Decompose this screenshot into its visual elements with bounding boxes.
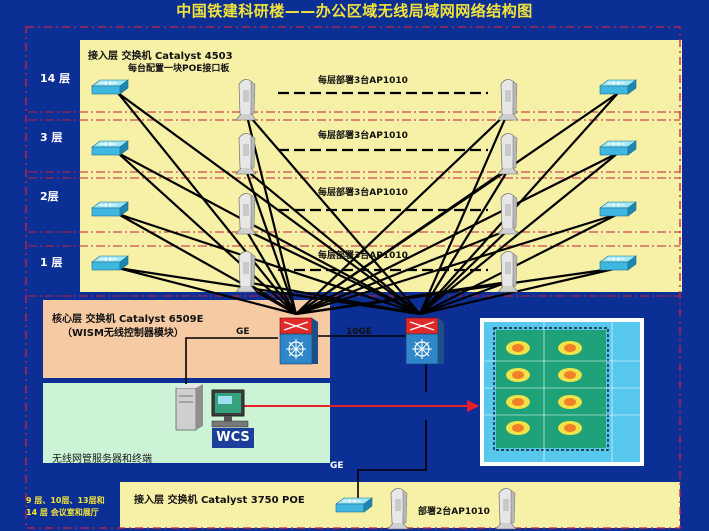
core-layer-title: 核心层 交换机 Catalyst 6509E: [52, 314, 204, 325]
core-links: [185, 335, 427, 500]
access-layer-subtitle: 每台配置一块POE接口板: [128, 64, 230, 74]
switch-icon: [91, 255, 129, 271]
bottom-ap-note: 部署2台AP1010: [418, 507, 490, 517]
ap-note-floor-1: 每层部署3台AP1010: [318, 251, 408, 261]
access-layer-title: 接入层 交换机 Catalyst 4503: [88, 51, 233, 62]
wcs-label: WCS: [216, 430, 250, 445]
building-frame: [25, 26, 681, 529]
core-switch-icon: [279, 317, 319, 365]
bottom-link-label-ge: GE: [330, 461, 344, 471]
uplink-cables: [117, 92, 619, 316]
ap-dashed-links: [278, 91, 488, 272]
core-layer-subtitle: （WISM无线控制器模块）: [62, 328, 184, 339]
workstation-icon: [211, 389, 249, 428]
access-point-icon: [497, 132, 519, 175]
access-point-icon: [497, 250, 519, 293]
access-point-icon: [235, 78, 257, 121]
switch-icon: [91, 201, 129, 217]
server-icon: [175, 384, 203, 431]
access-point-icon: [235, 192, 257, 235]
access-point-icon: [495, 487, 517, 530]
floor-label-14: 14 层: [40, 72, 71, 85]
link-label-10ge: 10GE: [346, 327, 373, 337]
floor-label-3: 3 层: [40, 131, 63, 144]
switch-icon: [599, 140, 637, 156]
switch-icon: [335, 497, 373, 513]
floor-label-2: 2层: [40, 190, 59, 203]
ap-note-floor-14: 每层部署3台AP1010: [318, 76, 408, 86]
access-point-icon: [235, 132, 257, 175]
switch-icon: [599, 201, 637, 217]
access-point-icon: [387, 487, 409, 530]
server-zone-caption: 无线网管服务器和终端: [52, 454, 152, 465]
access-point-icon: [497, 78, 519, 121]
bottom-access-title: 接入层 交换机 Catalyst 3750 POE: [134, 495, 305, 506]
link-label-ge: GE: [236, 327, 250, 337]
heatmap-floorplan: [480, 318, 644, 466]
diagram-title: 中国铁建科研楼——办公区域无线局域网网络结构图: [176, 2, 533, 20]
switch-icon: [599, 79, 637, 95]
wcs-label-box: [212, 428, 254, 448]
bottom-side-note-line1: 9 层、10层、13层和: [26, 496, 105, 505]
bottom-side-note-line2: 14 层 会议室和展厅: [26, 508, 99, 517]
core-switch-icon: [405, 317, 445, 365]
switch-icon: [91, 79, 129, 95]
floor-label-1: 1 层: [40, 256, 63, 269]
switch-icon: [91, 140, 129, 156]
switch-icon: [599, 255, 637, 271]
ap-note-floor-3: 每层部署3台AP1010: [318, 131, 408, 141]
ap-note-floor-2: 每层部署3台AP1010: [318, 188, 408, 198]
access-point-icon: [497, 192, 519, 235]
